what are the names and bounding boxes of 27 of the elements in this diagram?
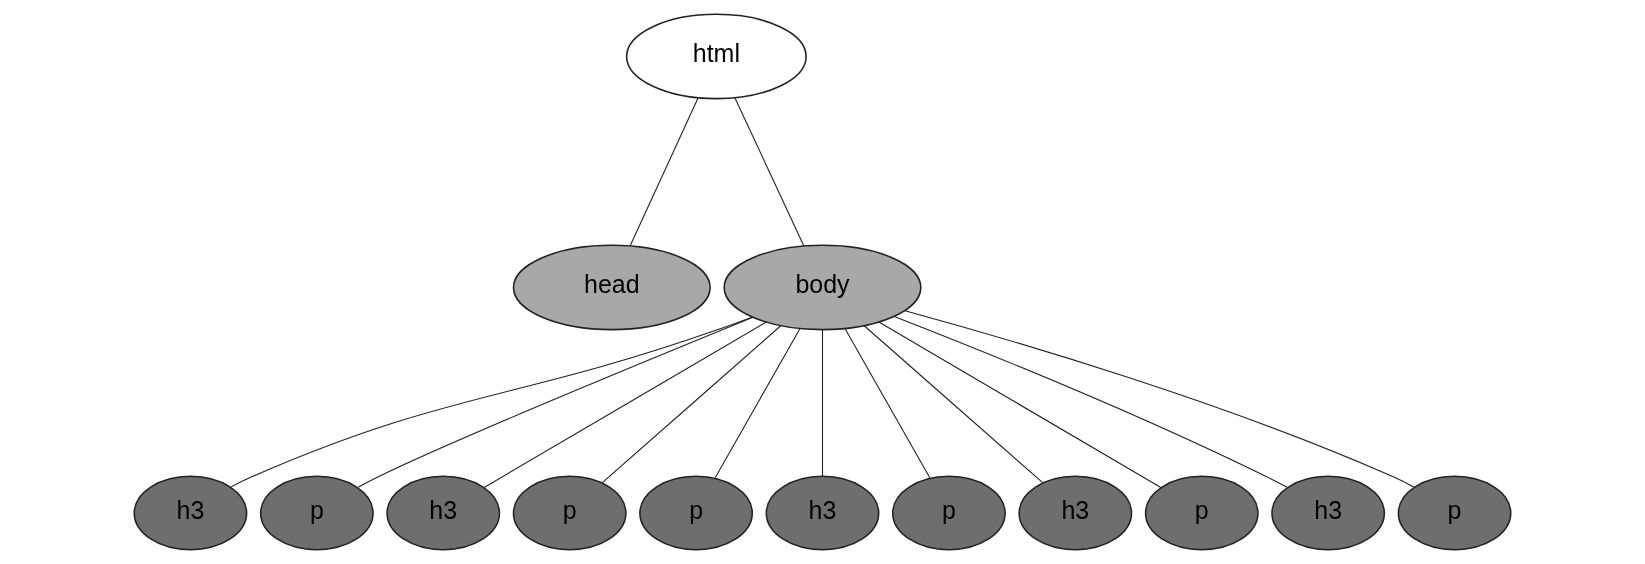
node-ellipse: html xyxy=(625,13,807,100)
node-ellipse: body xyxy=(723,244,922,331)
connector xyxy=(878,321,1162,488)
node-ellipse: h3 xyxy=(765,475,880,551)
connector xyxy=(230,316,753,488)
connector xyxy=(734,97,805,247)
node-ellipse: p xyxy=(639,475,754,551)
node-ellipse: p xyxy=(259,475,374,551)
node-ellipse: h3 xyxy=(133,475,248,551)
node-ellipse: p xyxy=(512,475,627,551)
node-ellipse: p xyxy=(891,475,1006,551)
connector xyxy=(863,325,1043,483)
node-ellipse: h3 xyxy=(1018,475,1133,551)
connector xyxy=(602,325,782,483)
connector xyxy=(714,328,801,479)
node-ellipse: p xyxy=(1144,475,1259,551)
node-ellipse: h3 xyxy=(386,475,501,551)
node-ellipse: p xyxy=(1397,475,1512,551)
connector xyxy=(629,97,699,246)
node-ellipse: head xyxy=(512,244,711,331)
connector xyxy=(483,321,767,488)
connector xyxy=(893,315,1288,488)
connector xyxy=(844,328,931,479)
node-ellipse: h3 xyxy=(1271,475,1386,551)
connector xyxy=(821,329,824,477)
connector xyxy=(904,310,1415,488)
connector xyxy=(357,316,754,488)
